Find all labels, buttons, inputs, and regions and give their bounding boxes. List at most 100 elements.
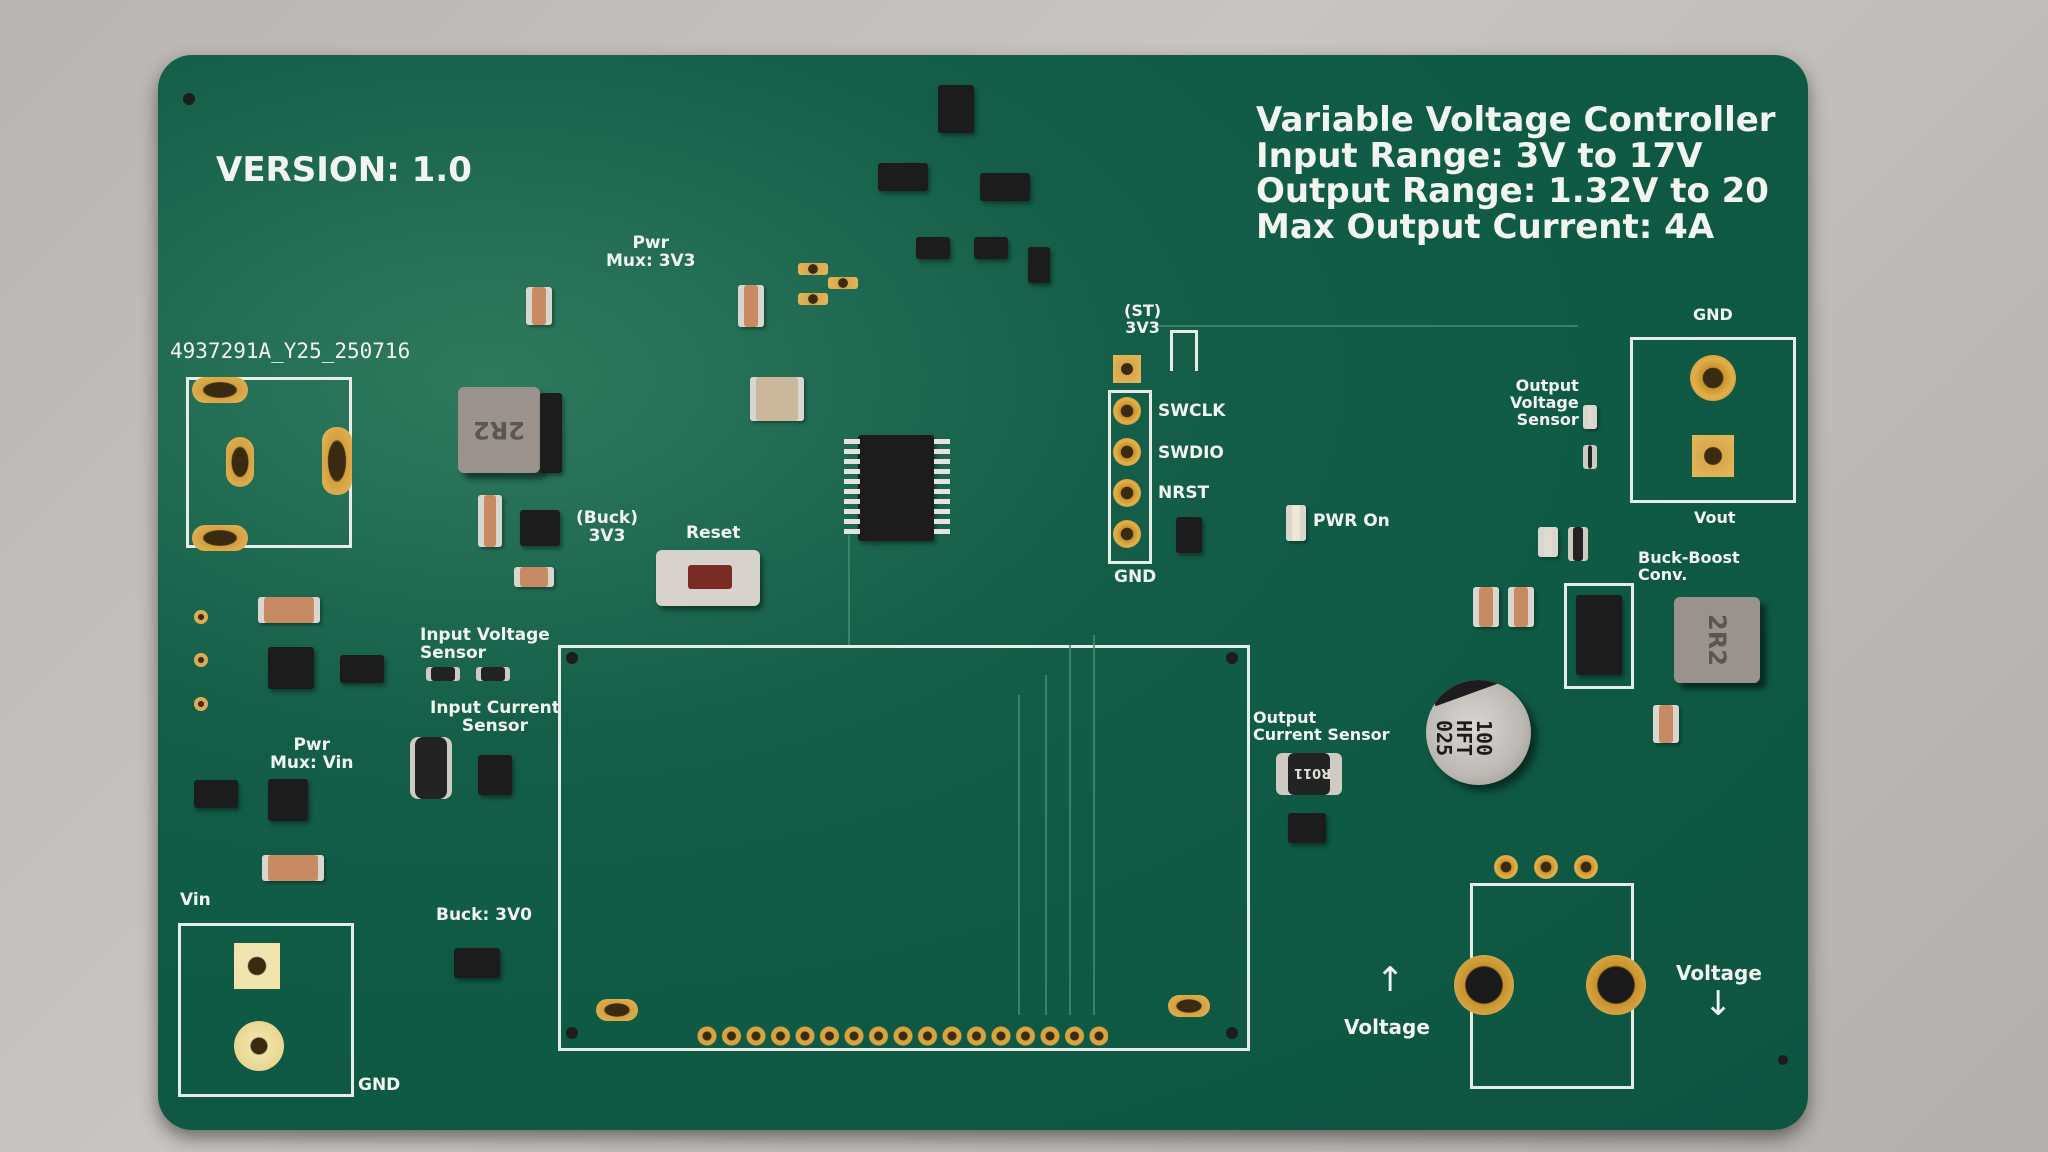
- swd-pin-gnd[interactable]: [1113, 520, 1141, 548]
- reset-label: Reset: [686, 523, 741, 543]
- voltage-down-arrow: ↓: [1704, 984, 1733, 1024]
- swd-pin-nrst[interactable]: [1113, 479, 1141, 507]
- output-current-shunt: R011: [1276, 753, 1342, 795]
- mounting-hole-bottom-right: [1778, 1055, 1788, 1065]
- buck-boost-line1: Buck-Boost: [1638, 548, 1740, 567]
- swd-pin-swdio[interactable]: [1113, 438, 1141, 466]
- inductor-dark-side-left: [540, 393, 562, 473]
- out-gnd-label: GND: [1693, 305, 1733, 324]
- display-slot-left: [596, 999, 638, 1021]
- display-footprint-outline: [558, 645, 1250, 1051]
- voltage-down-label: Voltage: [1676, 961, 1762, 985]
- pot-mount-right: [1586, 955, 1646, 1015]
- output-voltage-sensor-line2: Voltage: [1510, 392, 1579, 412]
- reset-button[interactable]: [656, 550, 760, 606]
- diode-top-2: [974, 237, 1008, 259]
- input-voltage-sensor-label: Input Voltage Sensor: [420, 625, 550, 663]
- capacitor-polarity-band: [1426, 680, 1531, 707]
- inductor-marking-left: 2R2: [473, 416, 525, 444]
- input-current-sensor-label: Input Current Sensor: [430, 699, 560, 736]
- electrolytic-capacitor: 100 HFT 025: [1426, 680, 1531, 785]
- display-slot-right: [1168, 995, 1210, 1017]
- st-3v3-line2: 3V3: [1125, 317, 1160, 337]
- pwr-mux-3v3-line2: Mux: 3V3: [606, 250, 696, 271]
- pot-pin-1: [1494, 855, 1518, 879]
- sot23-top-1: [938, 85, 974, 133]
- title-line-1: Variable Voltage Controller: [1256, 100, 1776, 140]
- buck-boost-cap-2: [1473, 587, 1499, 627]
- vout-terminal-outline: [1630, 337, 1796, 503]
- dc-jack-pad-bottom: [192, 525, 248, 551]
- st-3v3-label: (ST) 3V3: [1124, 302, 1161, 337]
- pwr-mux-3v3-line1: Pwr: [632, 233, 670, 253]
- sot23-top-3: [980, 173, 1030, 201]
- sot23-left-2: [194, 780, 238, 808]
- mcu-pins-left: [844, 439, 860, 537]
- mounting-hole-top-left: [183, 93, 195, 105]
- vin-terminal-outline: [178, 923, 354, 1097]
- output-voltage-sensor-label: Output Voltage Sensor: [1510, 376, 1579, 429]
- diode-top-1: [916, 237, 950, 259]
- microcontroller: [858, 435, 934, 541]
- inductor-marking-right: 2R2: [1702, 614, 1731, 666]
- vout-label: Vout: [1694, 508, 1736, 527]
- trace-1: [848, 535, 850, 645]
- input-voltage-sensor-line2: Sensor: [420, 642, 487, 663]
- buck-3v0-regulator: [454, 948, 500, 978]
- buck-3v3-line2: 3V3: [588, 525, 626, 546]
- buck-boost-cap-4: [1653, 705, 1679, 743]
- pwr-mux-vin-line1: Pwr: [293, 735, 331, 755]
- display-mount-hole-tl: [566, 652, 578, 664]
- buck-boost-ic-outline: [1564, 583, 1634, 689]
- capacitor-marking: 100 HFT 025: [1432, 719, 1497, 757]
- buck-boost-line2: Conv.: [1638, 564, 1688, 584]
- pwr-mux-vin-line2: Mux: Vin: [270, 752, 354, 773]
- reset-button-cap: [688, 565, 732, 589]
- input-current-sense-ic: [478, 755, 512, 795]
- input-voltage-sensor-line1: Input Voltage: [420, 625, 550, 645]
- trace-6: [1158, 325, 1578, 327]
- capacitor-marking-line1: 100: [1472, 719, 1497, 757]
- output-voltage-sensor-line1: Output: [1515, 376, 1579, 395]
- trace-4: [1069, 645, 1071, 1015]
- cap-left-1: [258, 597, 320, 623]
- st-3v3-jumper-outline: [1170, 330, 1198, 371]
- buck-3v3-cap-2: [514, 567, 554, 587]
- trace-3: [1045, 675, 1047, 1015]
- crystal: [750, 377, 804, 421]
- vin-gnd-terminal-pad[interactable]: [234, 1021, 284, 1071]
- pcb-board: VERSION: 1.0 Variable Voltage Controller…: [158, 55, 1808, 1130]
- pwr-mux-pad-1: [798, 263, 828, 275]
- test-pad-3: [194, 697, 208, 711]
- swd-pin-swclk[interactable]: [1113, 397, 1141, 425]
- swd-label-nrst: NRST: [1158, 483, 1210, 503]
- buck-3v0-label: Buck: 3V0: [436, 905, 532, 925]
- pwr-mux-3v3-label: Pwr Mux: 3V3: [606, 233, 696, 271]
- order-code: 4937291A_Y25_250716: [170, 339, 411, 363]
- display-header-pins: [696, 1025, 1108, 1047]
- out-gnd-terminal-pad[interactable]: [1690, 355, 1736, 401]
- mcu-pins-right: [934, 439, 950, 537]
- test-pad-2: [194, 653, 208, 667]
- display-mount-hole-tr: [1226, 652, 1238, 664]
- output-voltage-sensor-line3: Sensor: [1516, 409, 1579, 429]
- dc-jack-pad-mid: [226, 437, 254, 487]
- shunt-marking: R011: [1294, 765, 1332, 780]
- test-pad-1: [194, 610, 208, 624]
- vin-terminal-pad[interactable]: [234, 943, 280, 989]
- sot23-left-1: [340, 655, 384, 683]
- vin-label: Vin: [180, 890, 211, 910]
- swd-label-gnd: GND: [1114, 567, 1157, 587]
- input-current-sensor-line2: Sensor: [461, 715, 528, 736]
- swd-pin-3v3[interactable]: [1113, 355, 1141, 383]
- pot-pin-3: [1574, 855, 1598, 879]
- sot23-top-2: [878, 163, 928, 191]
- vout-terminal-pad[interactable]: [1692, 435, 1734, 477]
- pwr-on-label: PWR On: [1313, 511, 1390, 531]
- output-current-sense-ic: [1288, 813, 1326, 843]
- dc-jack-pad-top: [192, 377, 248, 403]
- title-line-4: Max Output Current: 4A: [1256, 207, 1715, 248]
- capacitor-marking-line2: HFT: [1452, 719, 1477, 757]
- voltage-up-label: Voltage: [1344, 1015, 1430, 1039]
- title-block: Variable Voltage Controller Input Range:…: [1256, 100, 1776, 248]
